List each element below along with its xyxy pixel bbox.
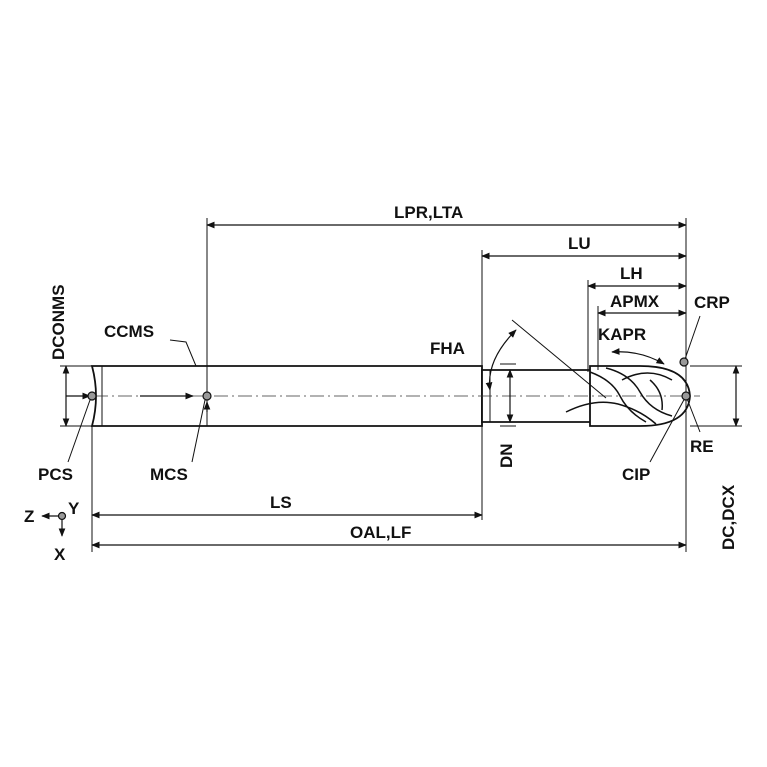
label-axis-y: Y bbox=[68, 499, 80, 518]
dimension-lines bbox=[62, 221, 740, 549]
fha-arc bbox=[485, 329, 517, 391]
fha-helix-line bbox=[511, 319, 607, 399]
leader-lines bbox=[67, 315, 701, 463]
flute-3 bbox=[565, 401, 657, 425]
label-pcs: PCS bbox=[38, 465, 73, 484]
label-dconms: DCONMS bbox=[49, 284, 68, 360]
cip-point bbox=[681, 391, 691, 401]
label-fha: FHA bbox=[430, 339, 465, 358]
label-mcs: MCS bbox=[150, 465, 188, 484]
flute-5 bbox=[649, 379, 663, 411]
label-lu: LU bbox=[568, 234, 591, 253]
label-lh: LH bbox=[620, 264, 643, 283]
label-kapr: KAPR bbox=[598, 325, 646, 344]
label-oal-lf: OAL,LF bbox=[350, 523, 411, 542]
label-axis-z: Z bbox=[24, 507, 34, 526]
coordinate-axes-icon bbox=[41, 511, 67, 537]
label-axis-x: X bbox=[54, 545, 66, 564]
flute-4 bbox=[621, 372, 673, 381]
label-lpr-lta: LPR,LTA bbox=[394, 203, 463, 222]
angle-marks bbox=[485, 319, 665, 399]
label-dn: DN bbox=[497, 443, 516, 468]
label-dc-dcx: DC,DCX bbox=[719, 484, 738, 550]
kapr-arc bbox=[611, 348, 665, 365]
pcs-point bbox=[87, 391, 97, 401]
label-crp: CRP bbox=[694, 293, 730, 312]
label-cip: CIP bbox=[622, 465, 650, 484]
label-apmx: APMX bbox=[610, 292, 660, 311]
label-re: RE bbox=[690, 437, 714, 456]
label-ccms: CCMS bbox=[104, 322, 154, 341]
tool-body bbox=[70, 365, 700, 427]
flute-1 bbox=[589, 371, 647, 423]
label-ls: LS bbox=[270, 493, 292, 512]
mcs-point bbox=[202, 391, 212, 401]
flute-2 bbox=[605, 367, 673, 417]
crp-point bbox=[679, 357, 689, 367]
